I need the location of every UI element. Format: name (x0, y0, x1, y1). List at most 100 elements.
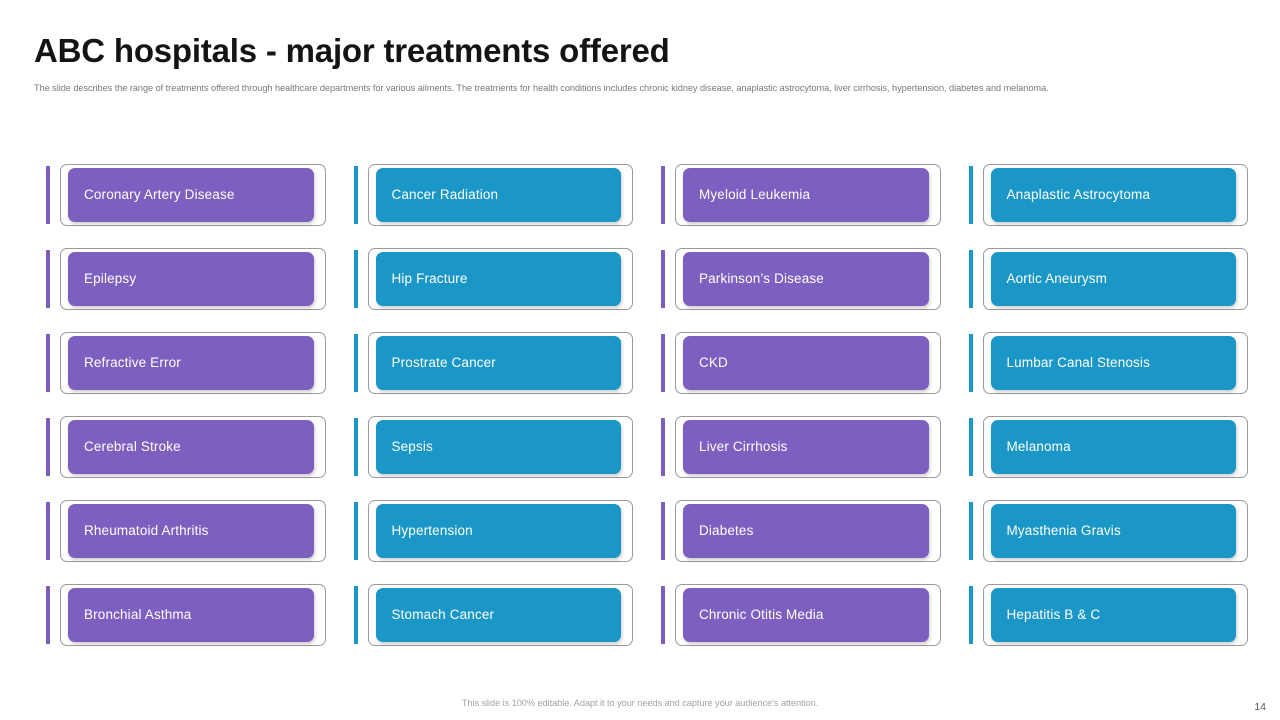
card-label: Myasthenia Gravis (1006, 522, 1121, 538)
card-body[interactable]: Epilepsy (68, 252, 314, 306)
card-body[interactable]: Parkinson’s Disease (683, 252, 929, 306)
treatment-card[interactable]: CKD (649, 326, 941, 400)
card-body[interactable]: Cerebral Stroke (68, 420, 314, 474)
treatment-card[interactable]: Rheumatoid Arthritis (34, 494, 326, 568)
card-accent-bar (661, 502, 665, 560)
card-body[interactable]: Cancer Radiation (375, 168, 621, 222)
treatment-card[interactable]: Myasthenia Gravis (957, 494, 1248, 568)
card-label: Hypertension (391, 522, 473, 538)
card-label: Rheumatoid Arthritis (84, 522, 209, 538)
card-accent-bar (968, 502, 973, 560)
treatment-card[interactable]: Cerebral Stroke (34, 410, 326, 484)
card-accent-bar (353, 334, 358, 392)
card-label: Aortic Aneurysm (1006, 270, 1108, 286)
card-accent-bar (46, 250, 50, 308)
card-body[interactable]: Hypertension (375, 504, 621, 558)
treatment-card[interactable]: Myeloid Leukemia (649, 158, 941, 232)
treatment-card[interactable]: Refractive Error (34, 326, 326, 400)
card-body[interactable]: Melanoma (990, 420, 1236, 474)
card-body[interactable]: Hip Fracture (375, 252, 621, 306)
card-body[interactable]: Sepsis (375, 420, 621, 474)
treatment-card[interactable]: Hepatitis B & C (957, 578, 1248, 652)
card-label: Cerebral Stroke (84, 438, 181, 454)
card-body[interactable]: Lumbar Canal Stenosis (990, 336, 1236, 390)
card-accent-bar (46, 166, 50, 224)
card-body[interactable]: Liver Cirrhosis (683, 420, 929, 474)
card-label: Sepsis (391, 438, 433, 454)
card-body[interactable]: Rheumatoid Arthritis (68, 504, 314, 558)
card-label: Parkinson’s Disease (699, 270, 824, 286)
card-accent-bar (353, 586, 358, 644)
card-accent-bar (46, 502, 50, 560)
card-label: Bronchial Asthma (84, 606, 192, 622)
card-accent-bar (661, 586, 665, 644)
card-label: Lumbar Canal Stenosis (1006, 354, 1150, 370)
editable-footer-note: This slide is 100% editable. Adapt it to… (461, 698, 819, 708)
card-accent-bar (353, 502, 358, 560)
card-accent-bar (46, 418, 50, 476)
card-label: Chronic Otitis Media (699, 606, 824, 622)
card-label: Liver Cirrhosis (699, 438, 788, 454)
card-body[interactable]: Chronic Otitis Media (683, 588, 929, 642)
card-accent-bar (968, 586, 973, 644)
card-label: Hepatitis B & C (1006, 606, 1101, 622)
treatment-card[interactable]: Melanoma (957, 410, 1248, 484)
card-accent-bar (661, 166, 665, 224)
card-body[interactable]: Anaplastic Astrocytoma (990, 168, 1236, 222)
treatment-card[interactable]: Lumbar Canal Stenosis (957, 326, 1248, 400)
treatment-card[interactable]: Parkinson’s Disease (649, 242, 941, 316)
treatment-card[interactable]: Hypertension (342, 494, 633, 568)
card-body[interactable]: Refractive Error (68, 336, 314, 390)
treatment-card[interactable]: Prostrate Cancer (342, 326, 633, 400)
card-body[interactable]: Myasthenia Gravis (990, 504, 1236, 558)
slide-description: The slide describes the range of treatme… (34, 82, 1049, 93)
card-body[interactable]: Aortic Aneurysm (990, 252, 1236, 306)
treatment-card[interactable]: Hip Fracture (342, 242, 633, 316)
card-accent-bar (46, 334, 50, 392)
treatment-card[interactable]: Chronic Otitis Media (649, 578, 941, 652)
card-label: Diabetes (699, 522, 754, 538)
card-body[interactable]: Coronary Artery Disease (68, 168, 314, 222)
card-label: Myeloid Leukemia (699, 186, 811, 202)
treatment-card[interactable]: Aortic Aneurysm (957, 242, 1248, 316)
card-body[interactable]: CKD (683, 336, 929, 390)
card-accent-bar (661, 250, 665, 308)
treatment-card[interactable]: Diabetes (649, 494, 941, 568)
card-accent-bar (353, 418, 358, 476)
card-body[interactable]: Myeloid Leukemia (683, 168, 929, 222)
card-label: Coronary Artery Disease (84, 186, 235, 202)
card-label: Anaplastic Astrocytoma (1006, 186, 1151, 202)
card-body[interactable]: Prostrate Cancer (375, 336, 621, 390)
treatment-card[interactable]: Epilepsy (34, 242, 326, 316)
card-accent-bar (968, 418, 973, 476)
slide-header: ABC hospitals - major treatments offered… (34, 32, 1248, 95)
card-label: Refractive Error (84, 354, 181, 370)
treatment-card[interactable]: Coronary Artery Disease (34, 158, 326, 232)
card-label: Cancer Radiation (391, 186, 499, 202)
card-body[interactable]: Hepatitis B & C (990, 588, 1236, 642)
card-label: Prostrate Cancer (391, 354, 496, 370)
card-body[interactable]: Stomach Cancer (375, 588, 621, 642)
page-number: 14 (1254, 701, 1266, 713)
treatment-card[interactable]: Sepsis (342, 410, 633, 484)
card-label: Stomach Cancer (391, 606, 495, 622)
treatment-card[interactable]: Anaplastic Astrocytoma (957, 158, 1248, 232)
treatment-card[interactable]: Stomach Cancer (342, 578, 633, 652)
card-accent-bar (968, 334, 973, 392)
treatment-card[interactable]: Liver Cirrhosis (649, 410, 941, 484)
card-accent-bar (968, 250, 973, 308)
card-label: CKD (699, 354, 728, 370)
card-body[interactable]: Diabetes (683, 504, 929, 558)
card-accent-bar (968, 166, 973, 224)
card-label: Melanoma (1006, 438, 1071, 454)
card-label: Hip Fracture (391, 270, 468, 286)
card-accent-bar (661, 334, 665, 392)
card-label: Epilepsy (84, 270, 137, 286)
treatment-card[interactable]: Bronchial Asthma (34, 578, 326, 652)
card-accent-bar (46, 586, 50, 644)
card-body[interactable]: Bronchial Asthma (68, 588, 314, 642)
card-accent-bar (353, 250, 358, 308)
treatment-card[interactable]: Cancer Radiation (342, 158, 633, 232)
